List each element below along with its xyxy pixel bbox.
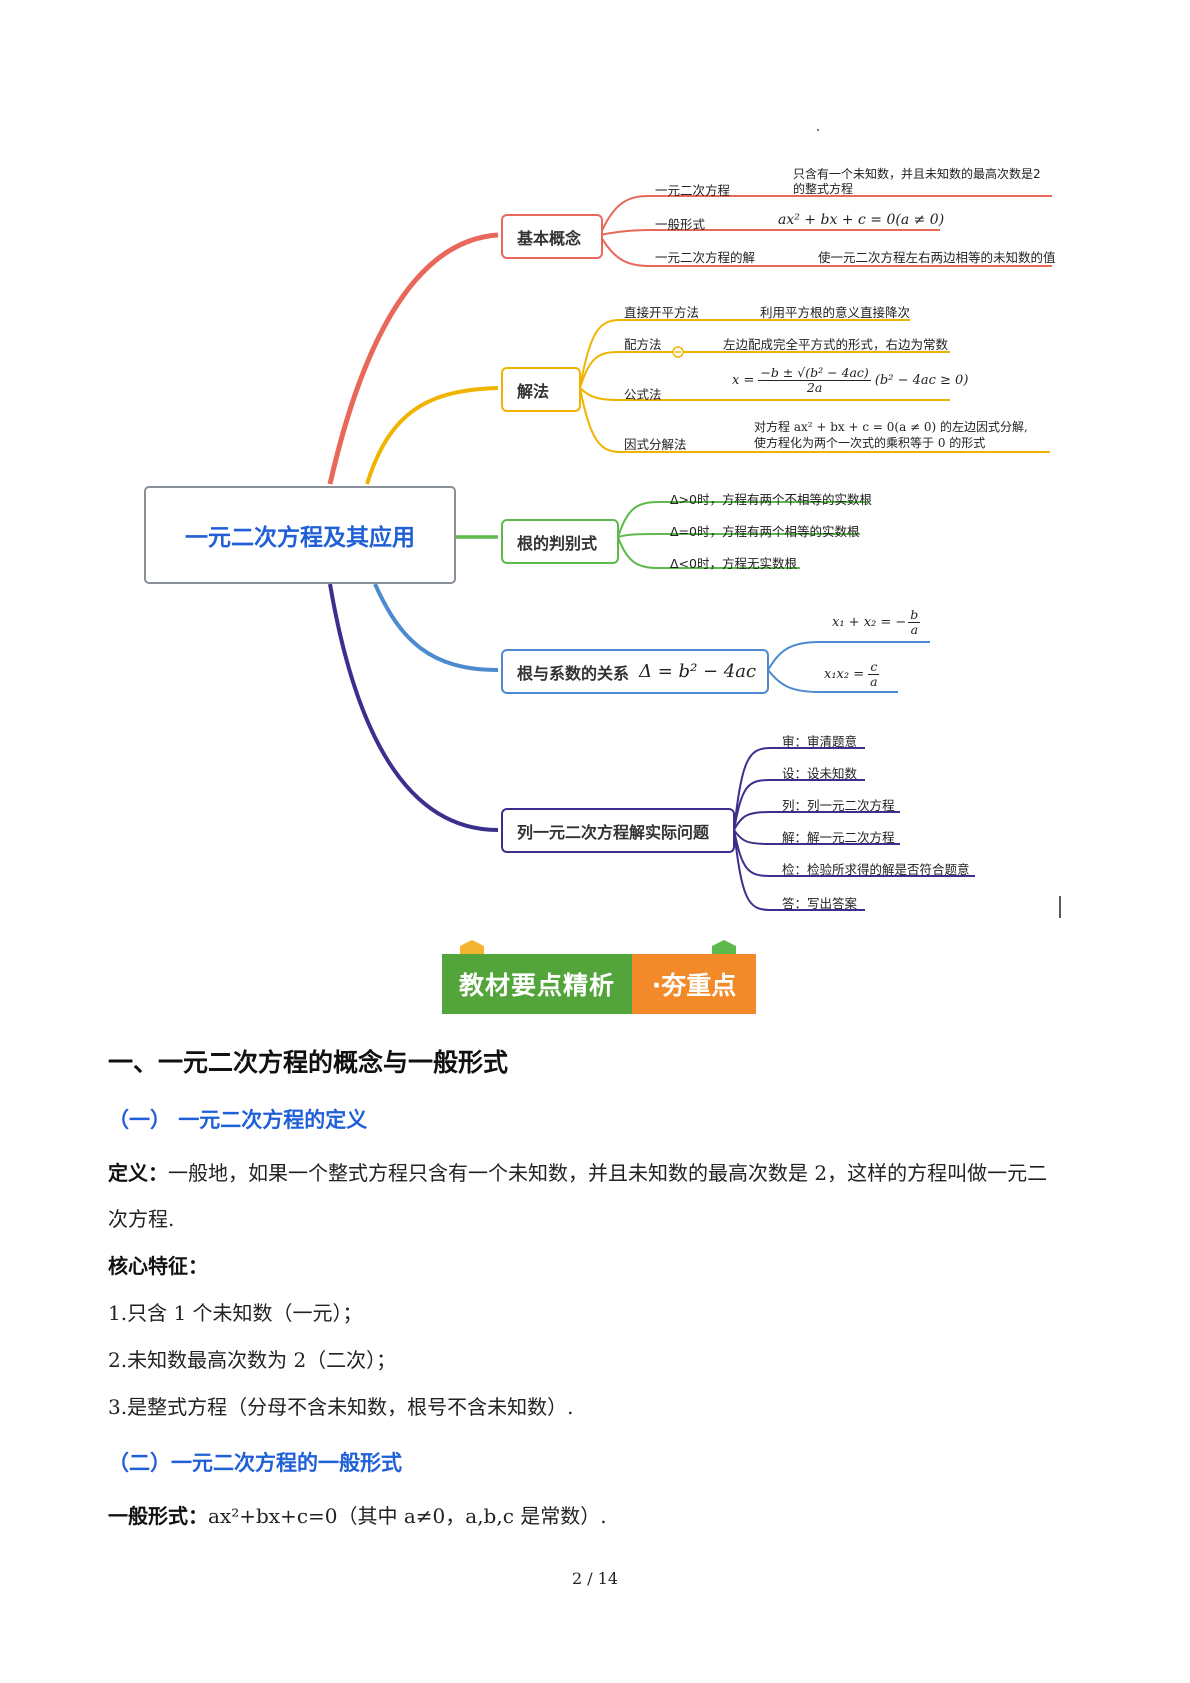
method-desc-factoring-2: 使方程化为两个一次式的乘积等于 0 的形式 (754, 436, 986, 450)
step-solve: 解：解一元二次方程 (782, 830, 895, 845)
branch3-fan3 (617, 536, 800, 569)
branch2-fan3 (579, 387, 950, 401)
branch2-fan (579, 319, 910, 389)
discriminant-positive: Δ>0时，方程有两个不相等的实数根 (670, 492, 872, 507)
definition-line1: 定义：一般地，如果一个整式方程只含有一个未知数，并且未知数的最高次数是 2，这样… (108, 1161, 1048, 1185)
node-basic-concepts[interactable]: 基本概念 (501, 214, 603, 259)
branch5-connector (328, 583, 499, 832)
vieta-title: 根与系数的关系 (517, 663, 630, 683)
branch1-fan (599, 195, 1052, 236)
section-heading: 一、一元二次方程的概念与一般形式 (108, 1048, 509, 1077)
branch1-fan2 (599, 229, 940, 236)
node-vieta[interactable]: 根与系数的关系 Δ = b² − 4ac (501, 649, 769, 694)
branch4-connector (373, 583, 499, 672)
node-solution-methods[interactable]: 解法 (501, 367, 581, 412)
concept-general-formula: ax² + bx + c = 0(a ≠ 0) (778, 212, 945, 228)
feature-item-1: 1.只含 1 个未知数（一元）； (108, 1301, 363, 1325)
step-examine: 审：审清题意 (782, 734, 858, 749)
subsection-definition-heading: （一） 一元二次方程的定义 (108, 1108, 368, 1132)
step-answer: 答：写出答案 (782, 896, 858, 911)
section-banner: 教材要点精析 ·夯重点 (442, 954, 756, 1014)
method-quadratic-formula: x = −b ± √(b² − 4ac)2a (b² − 4ac ≥ 0) (732, 365, 969, 396)
branch3-fan (617, 501, 868, 538)
discriminant-zero: Δ=0时，方程有两个相等的实数根 (670, 524, 860, 539)
method-label-factoring: 因式分解法 (624, 437, 687, 452)
node-discriminant[interactable]: 根的判别式 (501, 519, 619, 564)
branch5-fan4 (733, 829, 900, 845)
method-desc-factoring-1: 对方程 ax² + bx + c = 0(a ≠ 0) 的左边因式分解, (754, 420, 1028, 434)
banner-left: 教材要点精析 (442, 954, 632, 1014)
features-label: 核心特征： (108, 1254, 208, 1278)
branch3-fan2 (617, 533, 860, 538)
feature-item-3: 3.是整式方程（分母不含未知数，根号不含未知数）. (108, 1395, 574, 1419)
method-label-sqrt: 直接开平方法 (624, 305, 700, 320)
step-set: 设：设未知数 (782, 766, 858, 781)
branch5-fan2 (733, 779, 865, 831)
method-desc-sqrt: 利用平方根的意义直接降次 (760, 305, 911, 320)
branch5-fan5 (733, 829, 975, 877)
page-number: 2 / 14 (571, 1569, 619, 1588)
branch5-fan (733, 747, 865, 831)
method-desc-complete-square: 左边配成完全平方式的形式，右边为常数 (723, 337, 949, 352)
banner-clip-icons (460, 940, 736, 956)
branch2-fan4 (579, 387, 1050, 453)
branch5-fan6 (733, 829, 865, 911)
concept-desc-equation-2: 的整式方程 (793, 182, 854, 196)
mindmap-center-node[interactable]: 一元二次方程及其应用 (144, 486, 456, 584)
subsection-general-form-heading: （二）一元二次方程的一般形式 (108, 1451, 402, 1475)
vieta-discriminant-formula: Δ = b² − 4ac (639, 661, 757, 682)
branch2-fan2 (579, 351, 950, 389)
branch4-fan (767, 641, 930, 671)
concept-desc-solution: 使一元二次方程左右两边相等的未知数的值 (818, 250, 1056, 265)
node-word-problems[interactable]: 列一元二次方程解实际问题 (501, 808, 735, 853)
branch4-fan2 (767, 669, 898, 693)
feature-item-2: 2.未知数最高次数为 2（二次）； (108, 1348, 397, 1372)
branch5-fan3 (733, 811, 900, 831)
step-check: 检：检验所求得的解是否符合题意 (782, 862, 970, 877)
concept-desc-equation-1: 只含有一个未知数，并且未知数的最高次数是2 (793, 167, 1041, 181)
method-label-complete-square: 配方法 (624, 337, 662, 352)
mindmap-connectors (327, 129, 1061, 918)
concept-label-general-form: 一般形式 (655, 217, 706, 232)
concept-label-solution: 一元二次方程的解 (655, 250, 756, 265)
branch1-connector (327, 232, 499, 485)
concept-label-equation: 一元二次方程 (655, 183, 731, 198)
definition-line2: 次方程. (108, 1207, 175, 1231)
discriminant-negative: Δ<0时，方程无实数根 (670, 556, 797, 571)
branch2-connector (365, 386, 499, 485)
method-label-formula: 公式法 (624, 387, 662, 402)
step-list: 列：列一元二次方程 (782, 798, 895, 813)
banner-right: ·夯重点 (632, 954, 756, 1014)
branch1-fan3 (599, 234, 1052, 267)
general-form-line: 一般形式：ax²+bx+c=0（其中 a≠0，a,b,c 是常数）. (108, 1504, 607, 1528)
